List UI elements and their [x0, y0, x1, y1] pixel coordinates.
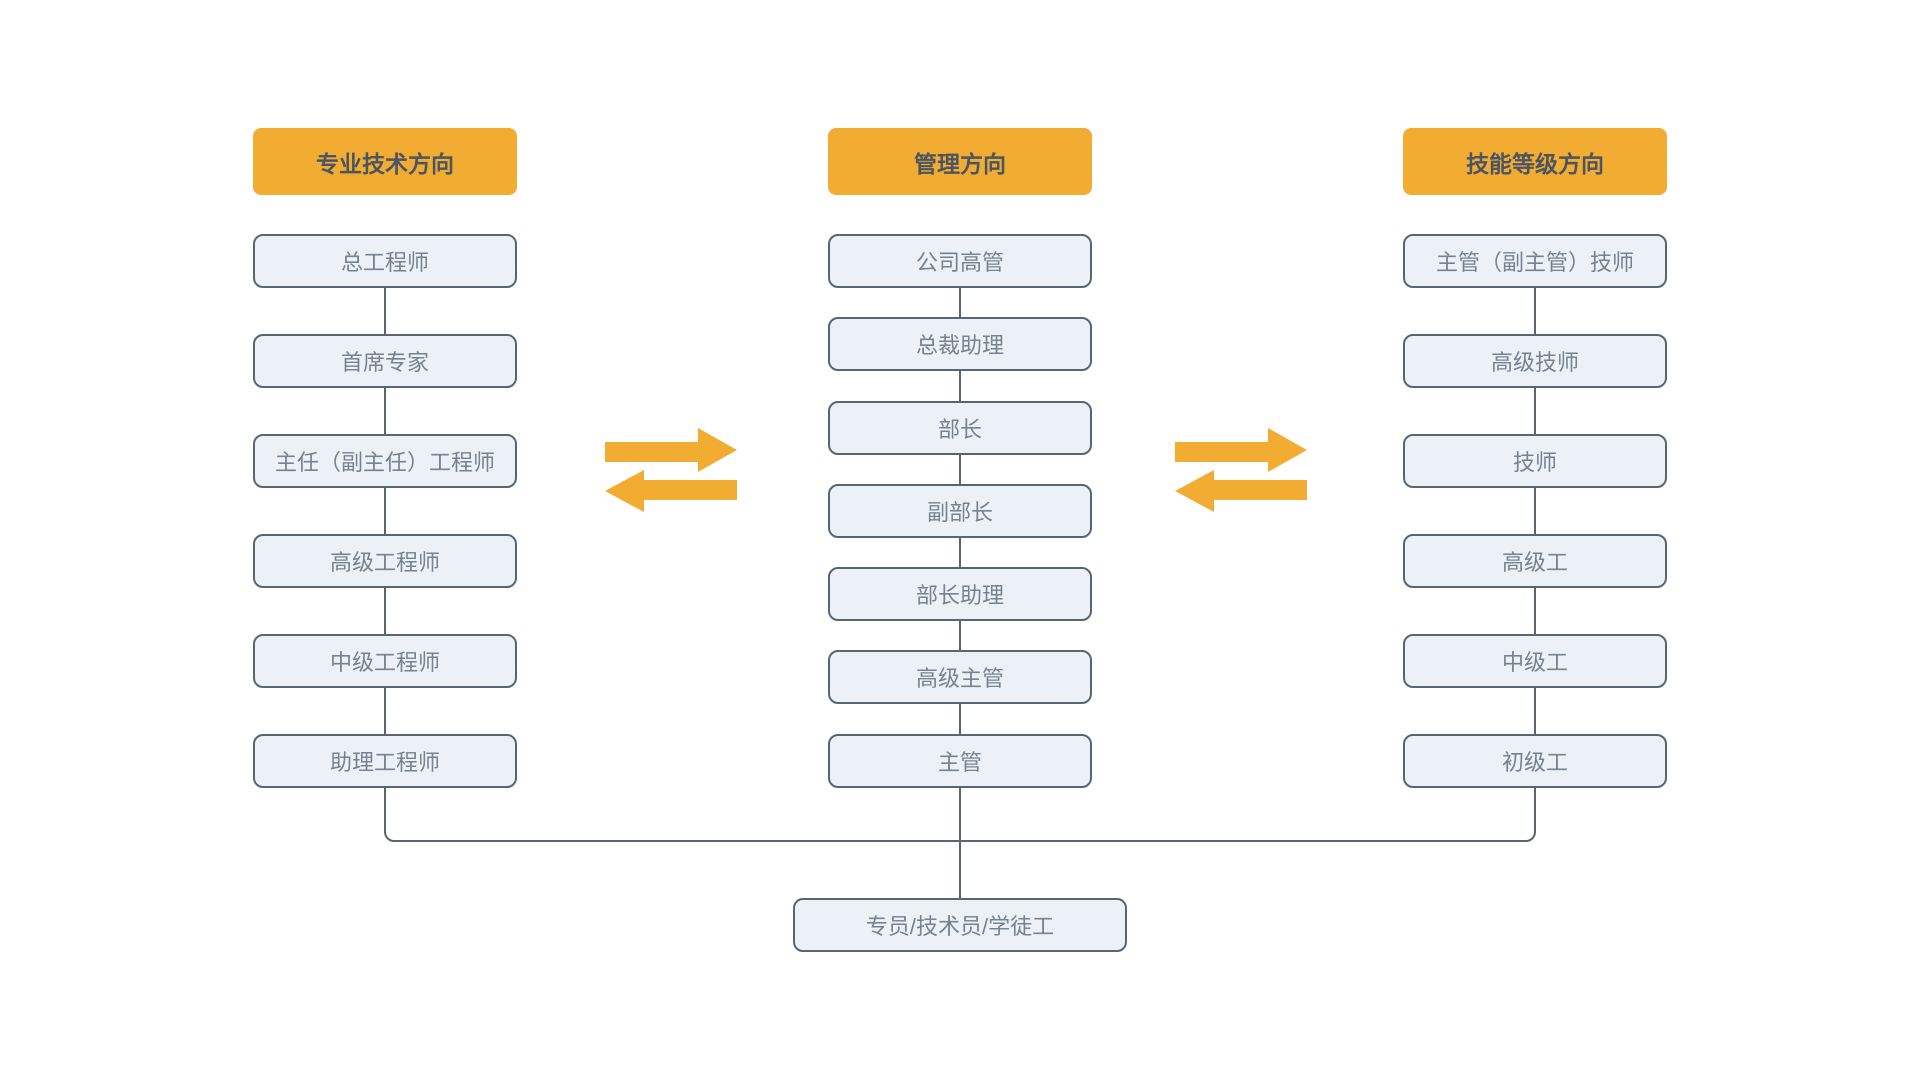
level-box-senior-worker: 高级工: [1403, 534, 1667, 588]
level-box-mid-worker: 中级工: [1403, 634, 1667, 688]
column-professional-levels: 总工程师 首席专家 主任（副主任）工程师 高级工程师 中级工程师 助理工程师: [253, 234, 517, 788]
level-box-senior-supervisor: 高级主管: [828, 650, 1092, 705]
level-box-president-assistant: 总裁助理: [828, 317, 1092, 372]
bidirectional-transfer-arrows-icon: [1175, 428, 1307, 512]
level-box-supervisor: 主管: [828, 733, 1092, 788]
column-management-levels: 公司高管 总裁助理 部长 副部长 部长助理 高级主管 主管: [828, 234, 1092, 788]
column-professional-technical: 专业技术方向 总工程师 首席专家 主任（副主任）工程师 高级工程师 中级工程师 …: [253, 128, 517, 788]
level-box-company-executive: 公司高管: [828, 234, 1092, 288]
level-box-junior-worker: 初级工: [1403, 734, 1667, 788]
level-box-deputy-minister: 副部长: [828, 483, 1092, 538]
level-box-chief-engineer: 总工程师: [253, 234, 517, 288]
level-box-assistant-engineer: 助理工程师: [253, 734, 517, 788]
level-box-minister-assistant: 部长助理: [828, 567, 1092, 622]
column-header-professional-technical: 专业技术方向: [253, 128, 517, 195]
column-management: 管理方向 公司高管 总裁助理 部长 副部长 部长助理 高级主管 主管: [828, 128, 1092, 788]
column-connector-line: [1534, 261, 1536, 761]
level-box-mid-engineer: 中级工程师: [253, 634, 517, 688]
column-connector-line: [384, 261, 386, 761]
column-header-skill-grade: 技能等级方向: [1403, 128, 1667, 195]
column-skill-levels: 主管（副主管）技师 高级技师 技师 高级工 中级工 初级工: [1403, 234, 1667, 788]
level-box-chief-expert: 首席专家: [253, 334, 517, 388]
column-skill-grade: 技能等级方向 主管（副主管）技师 高级技师 技师 高级工 中级工 初级工: [1403, 128, 1667, 788]
level-box-director-engineer: 主任（副主任）工程师: [253, 434, 517, 488]
level-box-senior-engineer: 高级工程师: [253, 534, 517, 588]
level-box-technician: 技师: [1403, 434, 1667, 488]
level-box-minister: 部长: [828, 400, 1092, 455]
base-level-box: 专员/技术员/学徒工: [793, 898, 1127, 952]
column-header-management: 管理方向: [828, 128, 1092, 195]
level-box-senior-technician: 高级技师: [1403, 334, 1667, 388]
center-connector-line: [959, 788, 961, 898]
bidirectional-transfer-arrows-icon: [605, 428, 737, 512]
level-box-chief-technician: 主管（副主管）技师: [1403, 234, 1667, 288]
